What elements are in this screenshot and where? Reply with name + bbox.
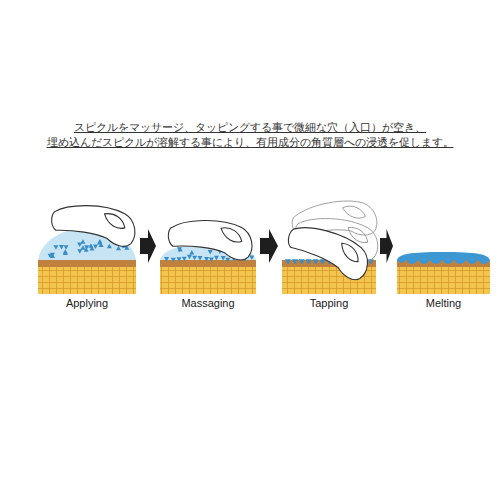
skin-layer	[38, 266, 490, 294]
step-panel: Tapping	[280, 196, 378, 314]
step-label: Tapping	[280, 297, 378, 310]
step-panel: Massaging	[158, 196, 258, 314]
step-panel: Melting	[395, 196, 492, 314]
description-note: 埋め込んだスピクルが溶解する事により、有用成分の角質層への浸透を促します。	[0, 135, 500, 149]
step-label: Massaging	[158, 297, 258, 310]
description-note: スピクルをマッサージ、タッピングする事で微細な穴（入口）が空き、	[0, 120, 500, 134]
melted-layer	[397, 252, 490, 264]
step-label: Applying	[36, 297, 138, 310]
tapping-finger	[283, 218, 375, 283]
block-arrow	[380, 229, 393, 263]
step-panel: Applying	[36, 196, 138, 314]
block-arrow	[140, 229, 156, 263]
step-label: Melting	[395, 297, 492, 310]
block-arrow	[260, 229, 278, 263]
